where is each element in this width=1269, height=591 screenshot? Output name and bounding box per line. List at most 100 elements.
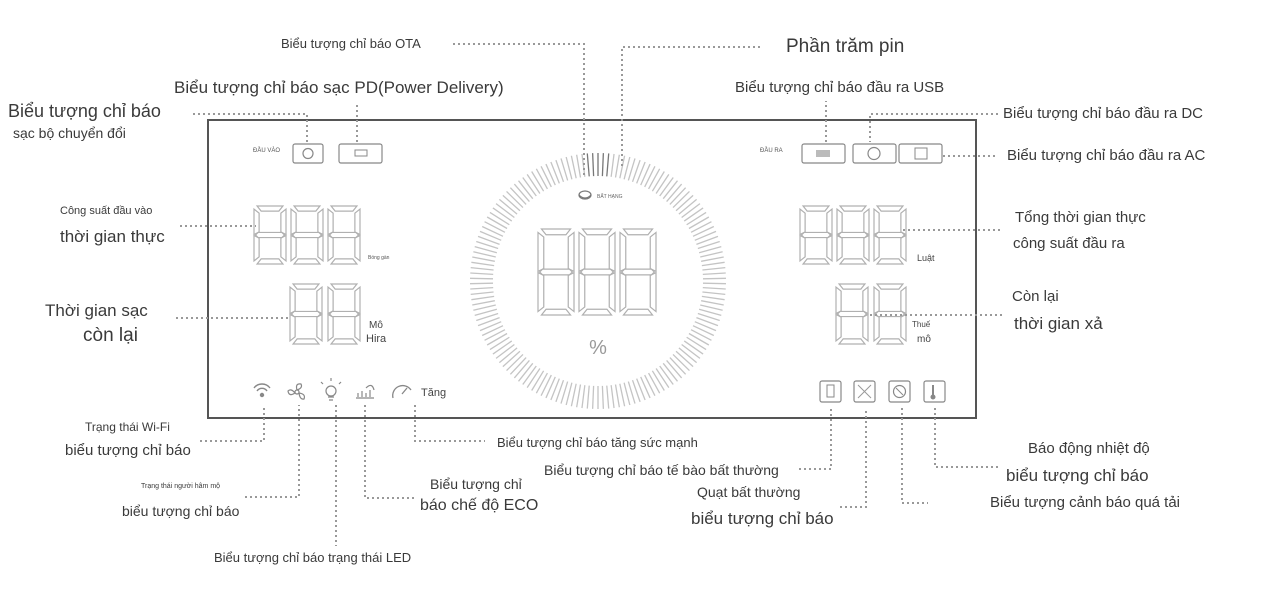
ring-tick xyxy=(694,230,717,241)
lcd-segment xyxy=(875,258,905,265)
ring-tick xyxy=(470,291,494,296)
lcd-segment xyxy=(875,338,905,345)
lcd-segment xyxy=(838,258,868,265)
ring-tick xyxy=(479,321,502,332)
ring-tick xyxy=(565,156,573,180)
cell-abnormal-label: Biểu tượng chỉ báo tế bào bất thường xyxy=(544,462,779,478)
ring-tick xyxy=(484,221,506,233)
lcd-segment xyxy=(649,271,657,313)
ring-tick xyxy=(619,155,626,179)
ring-tick xyxy=(495,203,515,219)
ring-tick xyxy=(678,347,698,364)
output-power-digits xyxy=(799,205,907,265)
lcd-segment xyxy=(567,231,575,273)
lcd-segment xyxy=(327,285,334,315)
ring-tick xyxy=(477,235,500,246)
lcd-segment xyxy=(900,285,907,315)
ring-tick xyxy=(531,171,545,192)
temp-alarm-label-1: Báo động nhiệt độ xyxy=(1028,440,1150,457)
ring-tick xyxy=(481,225,504,237)
lcd-segment xyxy=(290,234,297,263)
charge-time-label-2: còn lại xyxy=(83,325,138,346)
lcd-segment xyxy=(317,207,324,236)
lcd-segment xyxy=(255,258,285,265)
ring-tick xyxy=(644,374,656,396)
lcd-segment xyxy=(801,205,831,212)
ring-tick xyxy=(659,365,674,385)
ring-tick xyxy=(581,385,586,409)
lcd-segment xyxy=(327,313,334,343)
lcd-segment xyxy=(578,231,586,273)
lcd-segment xyxy=(622,308,654,316)
ring-tick xyxy=(555,159,565,183)
left-time-unit-1: Mô xyxy=(369,320,383,331)
dc-output-label: Biểu tượng chỉ báo đầu ra DC xyxy=(1003,105,1203,122)
lcd-segment xyxy=(799,207,806,236)
lcd-segment xyxy=(608,271,616,313)
ring-tick xyxy=(495,343,515,359)
ring-tick xyxy=(678,198,698,215)
ring-tick xyxy=(669,187,687,205)
lcd-segment xyxy=(289,285,296,315)
wifi-label-2: biểu tượng chỉ báo xyxy=(65,442,191,459)
output-power-label-2: công suất đầu ra xyxy=(1013,235,1125,252)
ring-tick xyxy=(672,190,690,208)
ring-tick xyxy=(502,194,521,212)
lcd-segment xyxy=(835,313,842,343)
ring-tick xyxy=(697,312,720,322)
ring-tick xyxy=(675,350,694,368)
ring-tick xyxy=(640,163,651,186)
lcd-segment xyxy=(801,258,831,265)
ring-tick xyxy=(669,357,687,375)
lcd-segment xyxy=(875,205,905,212)
ring-tick xyxy=(492,207,513,222)
ring-tick xyxy=(692,225,715,237)
lcd-segment xyxy=(835,285,842,315)
lcd-segment xyxy=(317,234,324,263)
ring-tick xyxy=(697,240,720,250)
lcd-segment xyxy=(862,285,869,315)
lcd-segment xyxy=(291,283,321,290)
lcd-segment xyxy=(836,310,868,318)
ring-tick xyxy=(631,379,641,403)
ring-tick xyxy=(471,261,495,267)
percent-sign: % xyxy=(589,337,607,359)
lcd-segment xyxy=(289,313,296,343)
display-frame xyxy=(207,119,977,419)
led-status-label: Biểu tượng chỉ báo trạng thái LED xyxy=(214,550,412,565)
lcd-segment xyxy=(255,205,285,212)
ring-tick xyxy=(481,325,504,337)
ring-tick xyxy=(555,379,565,403)
abnormal-tag: BẤT HẠNG xyxy=(597,193,623,200)
ring-tick xyxy=(509,357,527,375)
ring-tick xyxy=(473,304,496,311)
lcd-segment xyxy=(873,313,880,343)
ring-tick xyxy=(659,177,674,197)
ring-tick xyxy=(690,221,712,233)
ring-tick xyxy=(476,312,499,322)
ring-tick xyxy=(526,368,541,388)
ring-tick xyxy=(614,154,620,178)
ring-tick xyxy=(479,230,502,241)
lcd-segment xyxy=(329,258,359,265)
ring-tick xyxy=(601,385,605,409)
fan-icon xyxy=(287,383,306,400)
ring-tick xyxy=(591,385,595,409)
lcd-segment xyxy=(578,271,586,313)
ring-tick xyxy=(522,365,537,385)
lcd-segment xyxy=(290,207,297,236)
wifi-label-1: Trạng thái Wi-Fi xyxy=(85,420,170,434)
ring-tick xyxy=(513,360,530,379)
usb-output-label: Biểu tượng chỉ báo đầu ra USB xyxy=(735,79,945,96)
wifi-icon xyxy=(253,383,271,398)
ring-tick xyxy=(610,153,615,177)
lcd-segment xyxy=(254,231,286,239)
ota-label: Biểu tượng chỉ báo OTA xyxy=(281,36,421,51)
ring-tick xyxy=(576,154,582,178)
lcd-segment xyxy=(873,234,880,263)
ring-tick xyxy=(640,376,651,399)
fan-label-1: Trạng thái người hâm mộ xyxy=(141,483,221,490)
lcd-segment xyxy=(538,268,574,276)
ring-tick xyxy=(545,163,556,186)
